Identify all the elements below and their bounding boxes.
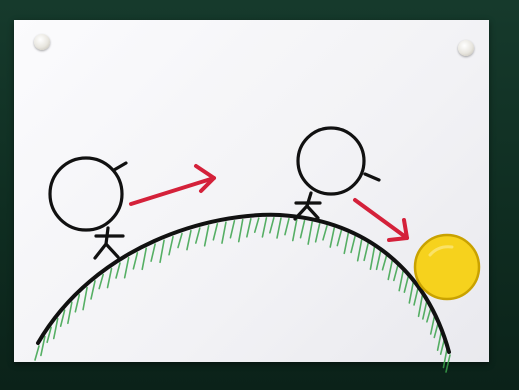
grass-stroke	[116, 263, 120, 278]
grass-stroke	[301, 221, 305, 238]
grass-stroke	[35, 346, 39, 360]
stick-figure-left-nose	[114, 163, 126, 170]
grass-stroke	[377, 251, 381, 269]
stick-figure-right	[295, 128, 379, 219]
grass-stroke	[178, 234, 182, 248]
grass-stroke	[255, 218, 259, 232]
grass-stroke	[358, 240, 362, 261]
grass-stroke	[262, 218, 266, 237]
grass-stroke	[99, 275, 103, 289]
grass-stroke	[75, 295, 79, 312]
grass-stroke	[222, 222, 226, 243]
grass-stroke	[270, 218, 274, 233]
arrow-downward	[355, 200, 407, 240]
grass-stroke	[285, 219, 289, 235]
grass-stroke	[142, 248, 146, 269]
grass-stroke	[293, 220, 297, 241]
grass-stroke	[187, 231, 191, 250]
grass-stroke	[91, 281, 95, 299]
grass-stroke	[394, 265, 398, 280]
grass-stroke	[239, 220, 243, 242]
stick-figure-left	[50, 158, 126, 258]
grass-stroke	[409, 282, 413, 303]
grass-stroke	[399, 271, 403, 291]
grass-stroke	[414, 288, 418, 305]
grass-stroke	[383, 256, 387, 270]
grass-stroke	[125, 258, 129, 278]
yellow-ball	[415, 235, 479, 299]
grass-stroke	[308, 222, 312, 244]
arrow-upward	[131, 166, 214, 204]
grass-stroke	[196, 228, 200, 243]
grass-stroke	[277, 218, 281, 238]
stick-figure-left-head	[50, 158, 122, 230]
grass-stroke	[337, 231, 341, 246]
grass-stroke	[108, 269, 112, 288]
grass-stroke	[388, 260, 392, 279]
grass-stroke	[83, 288, 87, 310]
grass-stroke	[404, 276, 408, 292]
grass-stroke	[351, 236, 355, 252]
grass-stroke	[316, 224, 320, 242]
grass-stroke	[364, 243, 368, 260]
stick-figure-left-legs	[95, 244, 118, 258]
grass-stroke	[446, 355, 450, 372]
grass-stroke	[230, 221, 234, 238]
grass-stroke	[68, 302, 72, 323]
grass-stroke	[431, 315, 435, 334]
grass-stroke	[169, 237, 173, 255]
grass-stroke	[419, 294, 423, 316]
grass-stroke	[370, 247, 374, 269]
grass-stroke	[427, 308, 431, 322]
grass-stroke	[423, 301, 427, 319]
grass-stroke	[323, 226, 327, 240]
grass-stroke	[330, 228, 334, 247]
stick-figure-right-head	[298, 128, 364, 194]
grass-stroke	[151, 244, 155, 261]
grass-stroke	[133, 253, 137, 269]
grass-stroke	[205, 226, 209, 246]
grass-stroke	[247, 219, 251, 237]
grass-stroke	[160, 240, 164, 262]
grass-stroke	[213, 224, 217, 240]
grass-stroke	[344, 233, 348, 253]
stick-figure-right-nose	[365, 174, 379, 180]
